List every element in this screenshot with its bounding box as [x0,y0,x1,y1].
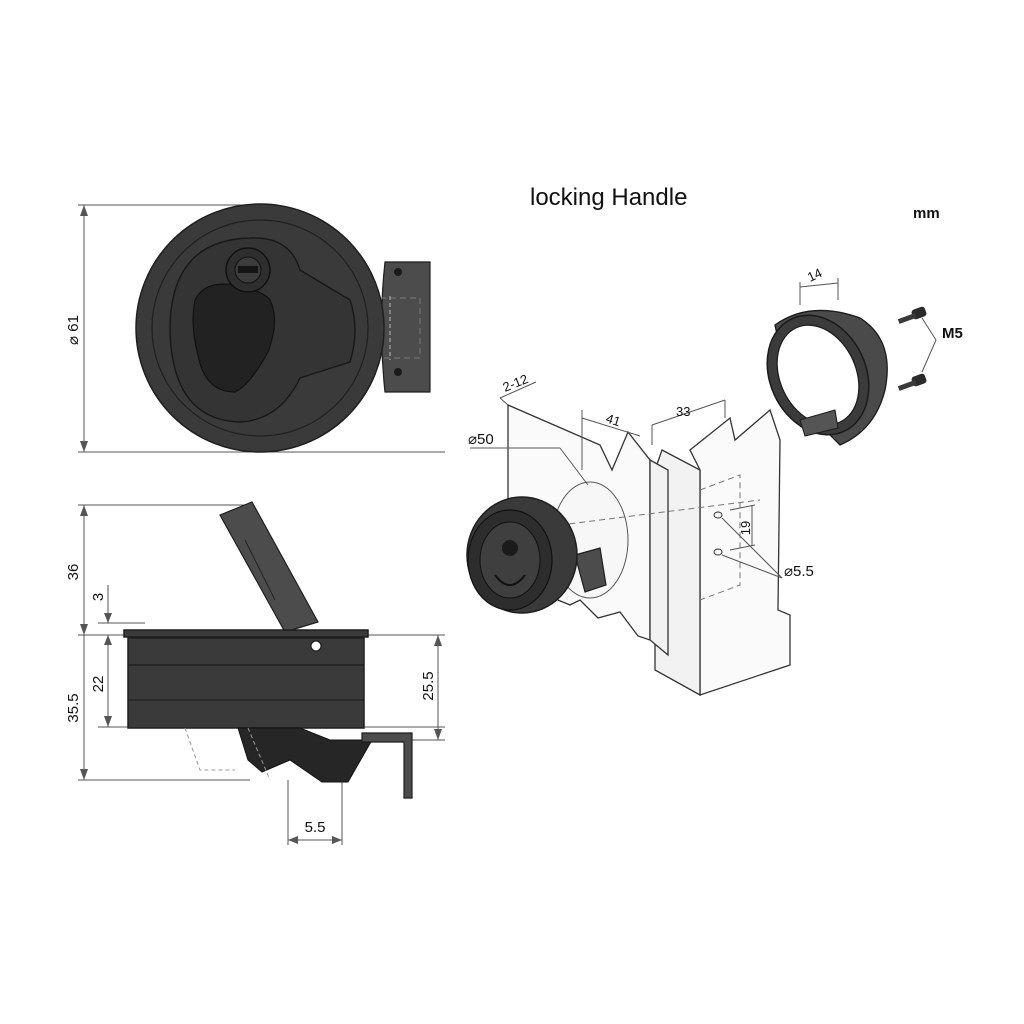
handle-perspective [466,496,607,614]
dim-5-5-bottom-label: 5.5 [305,819,326,836]
dim-22-label: 22 [90,676,107,693]
dim-36-label: 36 [65,564,82,581]
screw-top [897,306,927,324]
dim-19-label: 19 [738,521,753,535]
diameter-61-label: ⌀ 61 [65,315,82,345]
dim-41-label: 41 [604,411,622,430]
dim-14-label: 14 [805,265,824,285]
dim-diameter-5-5-label: ⌀5.5 [784,563,814,580]
dim-diameter-50-label: ⌀50 [468,431,494,448]
flange [123,629,369,638]
drawing-title: locking Handle [530,184,687,211]
bezel-ring [766,309,888,446]
top-view: ⌀ 61 [65,203,445,453]
side-view: 36 3 22 35.5 25.5 5.5 [65,501,445,845]
screw-bottom [897,373,927,391]
latch-bracket [380,261,431,393]
dim-33-label: 33 [676,404,690,419]
install-view: 2-12 ⌀50 41 33 19 ⌀5.5 [466,265,963,697]
lever-raised [219,501,319,633]
screw-m5-label: M5 [942,325,963,342]
unit-label: mm [913,205,940,222]
latch-cam [237,727,373,783]
dim-35-5-label: 35.5 [65,693,82,722]
dim-3-label: 3 [90,593,107,601]
strike-bracket [361,732,413,799]
handle-body-side [127,637,365,729]
dim-25-5-label: 25.5 [420,671,437,700]
